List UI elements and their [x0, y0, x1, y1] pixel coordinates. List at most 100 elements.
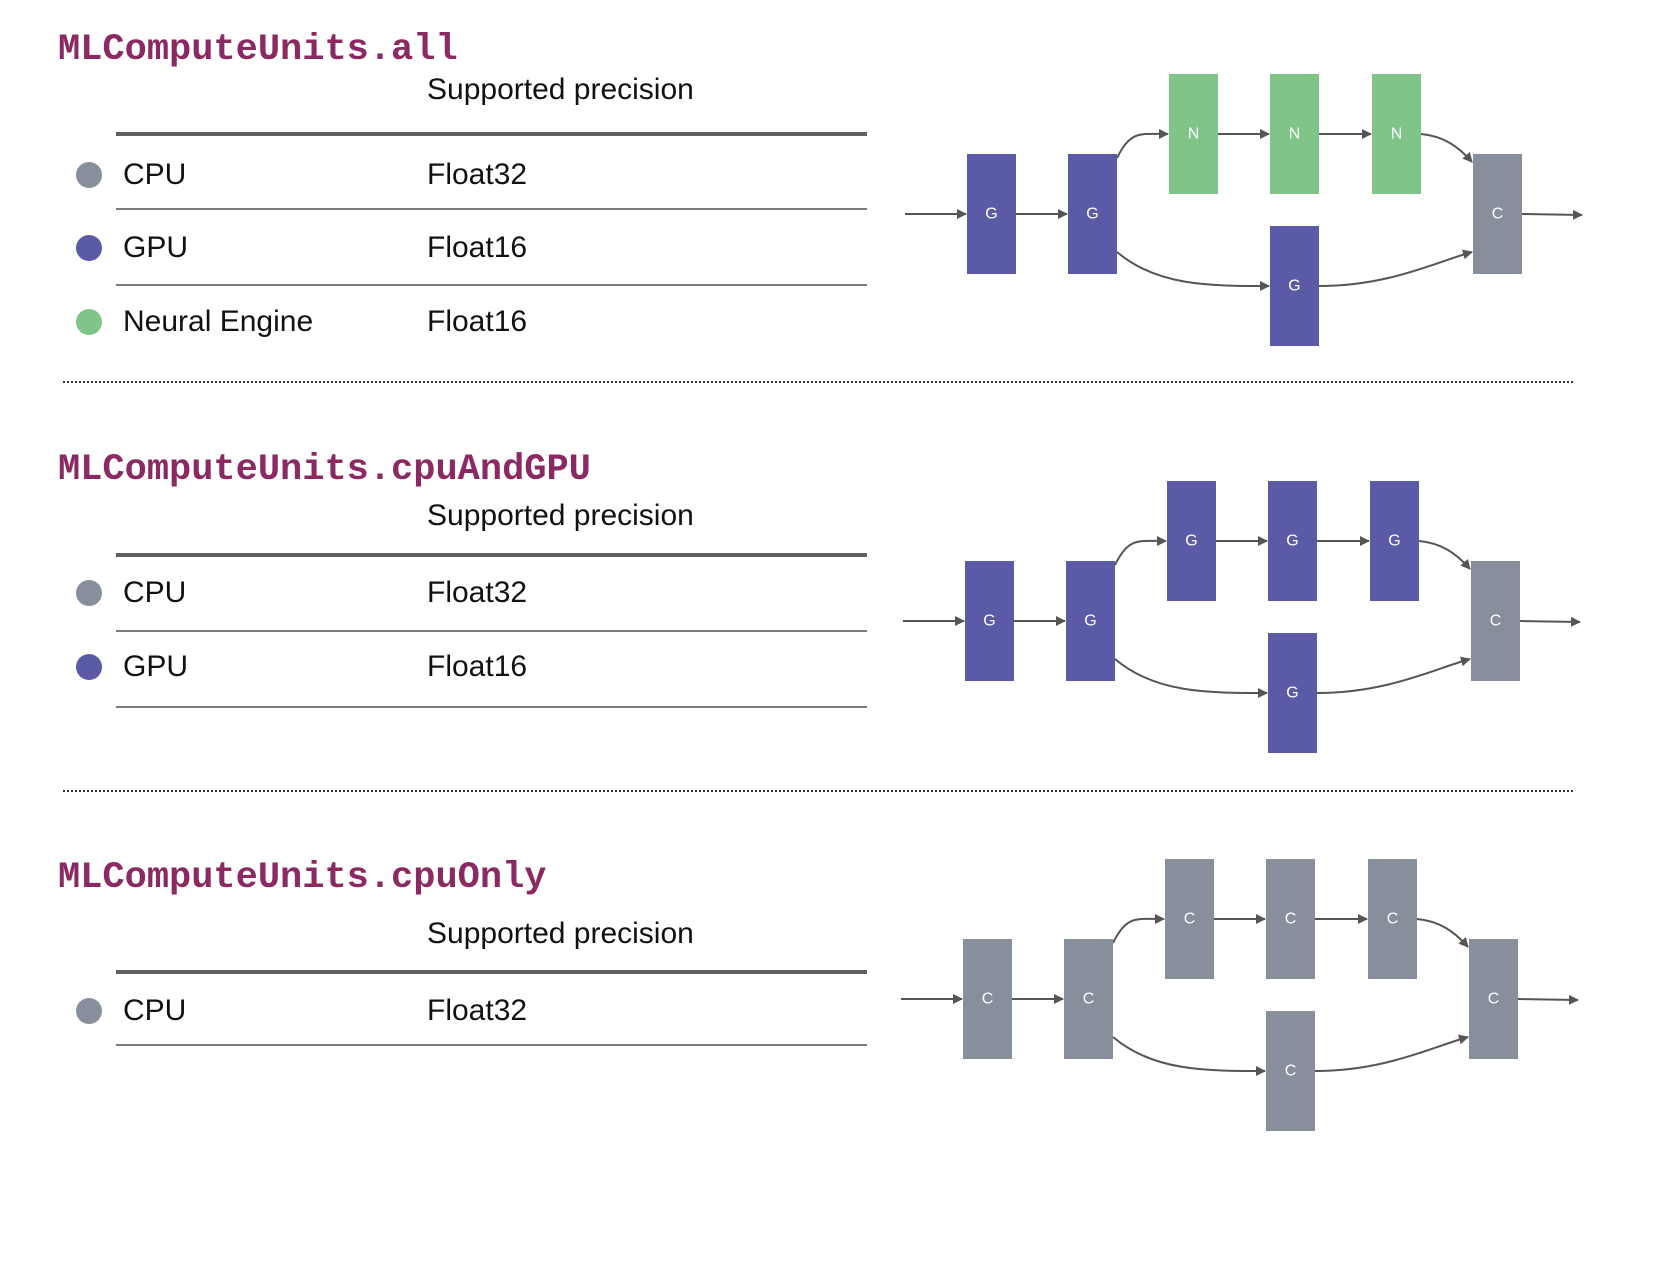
- edge-arrow: [1521, 209, 1583, 220]
- gpu-node: G: [1268, 633, 1317, 753]
- gpu-node: G: [965, 561, 1014, 681]
- cpu-node: C: [1471, 561, 1520, 681]
- node-box: [1068, 154, 1117, 274]
- table-row-divider: [116, 1044, 867, 1046]
- node-label: C: [1387, 911, 1399, 928]
- cpu-node: C: [1368, 859, 1417, 979]
- column-header-precision: Supported precision: [427, 917, 694, 950]
- precision-value: Float32: [427, 576, 528, 609]
- node-label: G: [1084, 613, 1096, 630]
- node-box: [963, 939, 1012, 1059]
- node-box: [1066, 561, 1115, 681]
- cpu-dot-icon: [76, 580, 102, 606]
- node-label: C: [1490, 613, 1502, 630]
- precision-value: Float16: [427, 650, 528, 683]
- compute-graph-diagram: C C C C C C C: [901, 859, 1579, 1131]
- edge-arrow: [1116, 251, 1270, 291]
- node-box: [1167, 481, 1216, 601]
- neural-engine-dot-icon: [76, 309, 102, 335]
- table-row-divider: [116, 284, 867, 286]
- node-box: [1270, 74, 1319, 194]
- edge-arrow: [1420, 133, 1473, 163]
- precision-value: Float16: [427, 231, 528, 264]
- column-header-precision: Supported precision: [427, 73, 694, 106]
- node-box: [1473, 154, 1522, 274]
- node-label: C: [1184, 911, 1196, 928]
- table-row: Neural Engine Float16: [0, 302, 870, 342]
- unit-name: CPU: [123, 994, 187, 1027]
- gpu-node: G: [967, 154, 1016, 274]
- neural-engine-node: N: [1372, 74, 1421, 194]
- node-label: N: [1289, 126, 1301, 143]
- precision-value: Float16: [427, 305, 528, 338]
- node-label: N: [1391, 126, 1403, 143]
- node-box: [1266, 859, 1315, 979]
- table-row-divider: [116, 706, 867, 708]
- node-label: C: [1285, 911, 1297, 928]
- table-header-rule: [116, 970, 867, 974]
- node-label: G: [985, 206, 997, 223]
- unit-name: CPU: [123, 576, 187, 609]
- unit-name: CPU: [123, 158, 187, 191]
- edge-arrow: [1517, 994, 1579, 1005]
- table-row: GPU Float16: [0, 647, 870, 687]
- edge-arrow: [1416, 918, 1469, 948]
- precision-value: Float32: [427, 158, 528, 191]
- unit-name: GPU: [123, 231, 189, 264]
- gpu-node: G: [1167, 481, 1216, 601]
- node-label: C: [1285, 1063, 1297, 1080]
- node-box: [1268, 481, 1317, 601]
- node-label: C: [1488, 991, 1500, 1008]
- node-box: [1372, 74, 1421, 194]
- edge-arrow: [1316, 656, 1471, 694]
- table-header-rule: [116, 132, 867, 136]
- cpu-node: C: [1473, 154, 1522, 274]
- gpu-node: G: [1270, 226, 1319, 346]
- table-row-divider: [116, 208, 867, 210]
- section-heading: MLComputeUnits.all: [58, 29, 458, 71]
- node-box: [1370, 481, 1419, 601]
- gpu-node: G: [1268, 481, 1317, 601]
- node-label: C: [982, 991, 994, 1008]
- gpu-node: G: [1068, 154, 1117, 274]
- node-label: G: [1286, 533, 1298, 550]
- section-heading: MLComputeUnits.cpuOnly: [58, 857, 547, 899]
- node-label: G: [1185, 533, 1197, 550]
- node-box: [1268, 633, 1317, 753]
- node-box: [1469, 939, 1518, 1059]
- neural-engine-node: N: [1169, 74, 1218, 194]
- edge-arrow: [1418, 540, 1471, 570]
- node-label: G: [1288, 278, 1300, 295]
- precision-value: Float32: [427, 994, 528, 1027]
- node-box: [1270, 226, 1319, 346]
- edge-arrow: [1116, 128, 1169, 159]
- node-box: [1266, 1011, 1315, 1131]
- cpu-dot-icon: [76, 998, 102, 1024]
- cpu-node: C: [963, 939, 1012, 1059]
- edge-arrow: [1318, 249, 1473, 287]
- table-header-rule: [116, 553, 867, 557]
- node-label: C: [1492, 206, 1504, 223]
- node-box: [1165, 859, 1214, 979]
- gpu-dot-icon: [76, 654, 102, 680]
- cpu-node: C: [1266, 1011, 1315, 1131]
- node-box: [1064, 939, 1113, 1059]
- cpu-dot-icon: [76, 162, 102, 188]
- section-separator: [63, 790, 1573, 792]
- table-row: CPU Float32: [0, 155, 870, 195]
- edge-arrow: [1112, 1036, 1266, 1076]
- cpu-node: C: [1064, 939, 1113, 1059]
- section-separator: [63, 381, 1573, 383]
- node-label: G: [1286, 685, 1298, 702]
- column-header-precision: Supported precision: [427, 499, 694, 532]
- node-label: C: [1083, 991, 1095, 1008]
- table-row: CPU Float32: [0, 573, 870, 613]
- edge-arrow: [1114, 535, 1167, 566]
- section-cpu-and-gpu: MLComputeUnits.cpuAndGPU Supported preci…: [0, 448, 1670, 858]
- table-row: GPU Float16: [0, 228, 870, 268]
- node-box: [1169, 74, 1218, 194]
- cpu-node: C: [1469, 939, 1518, 1059]
- edge-arrow: [1519, 616, 1581, 627]
- node-label: N: [1188, 126, 1200, 143]
